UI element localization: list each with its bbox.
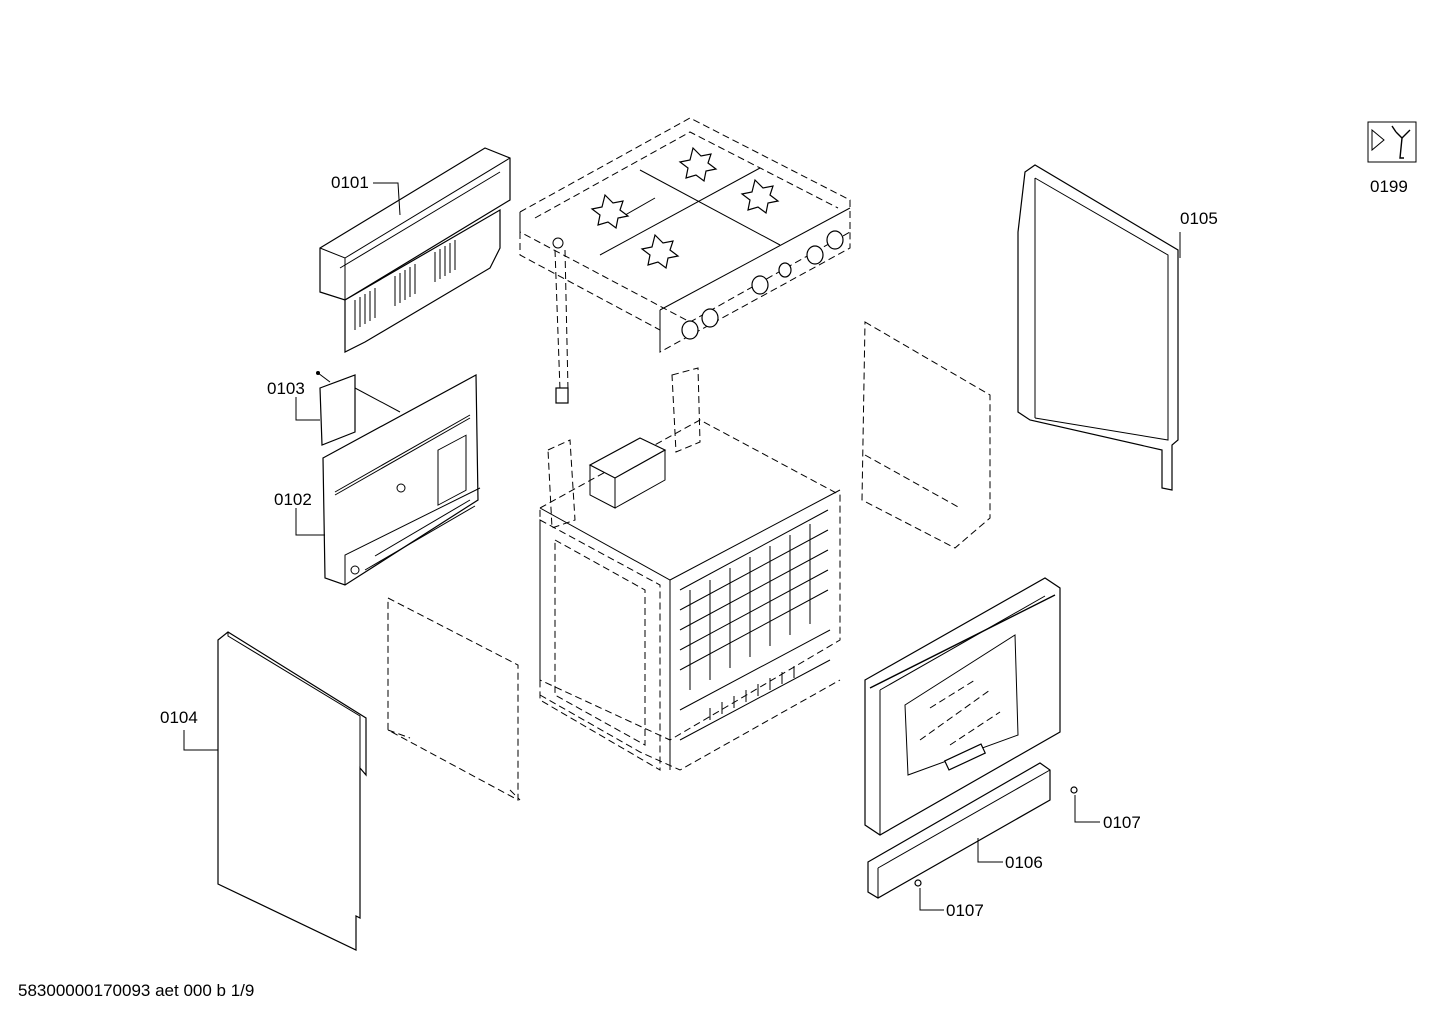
part-0105-side-frame-right: 0105 [1017, 164, 1218, 491]
label-0199: 0199 [1370, 177, 1408, 196]
part-0101-backguard: 0101 [319, 147, 511, 353]
label-0107-a: 0107 [1103, 813, 1141, 832]
part-0106-door-trim: 0106 [867, 762, 1051, 899]
part-0103-cover-plate: 0103 [267, 371, 356, 446]
label-0106: 0106 [1005, 853, 1043, 872]
part-insulation-left [387, 597, 521, 801]
label-0101: 0101 [331, 173, 369, 192]
part-0102-rear-panel: 0102 [274, 374, 481, 586]
service-wrench-icon [1367, 121, 1417, 163]
label-0104: 0104 [160, 708, 198, 727]
label-0103: 0103 [267, 379, 305, 398]
part-cooktop [519, 117, 851, 404]
part-0104-side-panel-left: 0104 [160, 631, 367, 951]
part-oven-cavity [539, 367, 841, 771]
part-0107-screw-b: 0107 [914, 879, 984, 920]
part-oven-door [864, 577, 1061, 836]
label-0102: 0102 [274, 490, 312, 509]
part-0107-screw-a: 0107 [1070, 786, 1141, 832]
part-insulation-right [861, 321, 991, 549]
label-0107-b: 0107 [946, 901, 984, 920]
part-0199-service: 0199 [1367, 121, 1417, 196]
document-id: 58300000170093 aet 000 b 1/9 [18, 981, 255, 1000]
label-0105: 0105 [1180, 209, 1218, 228]
